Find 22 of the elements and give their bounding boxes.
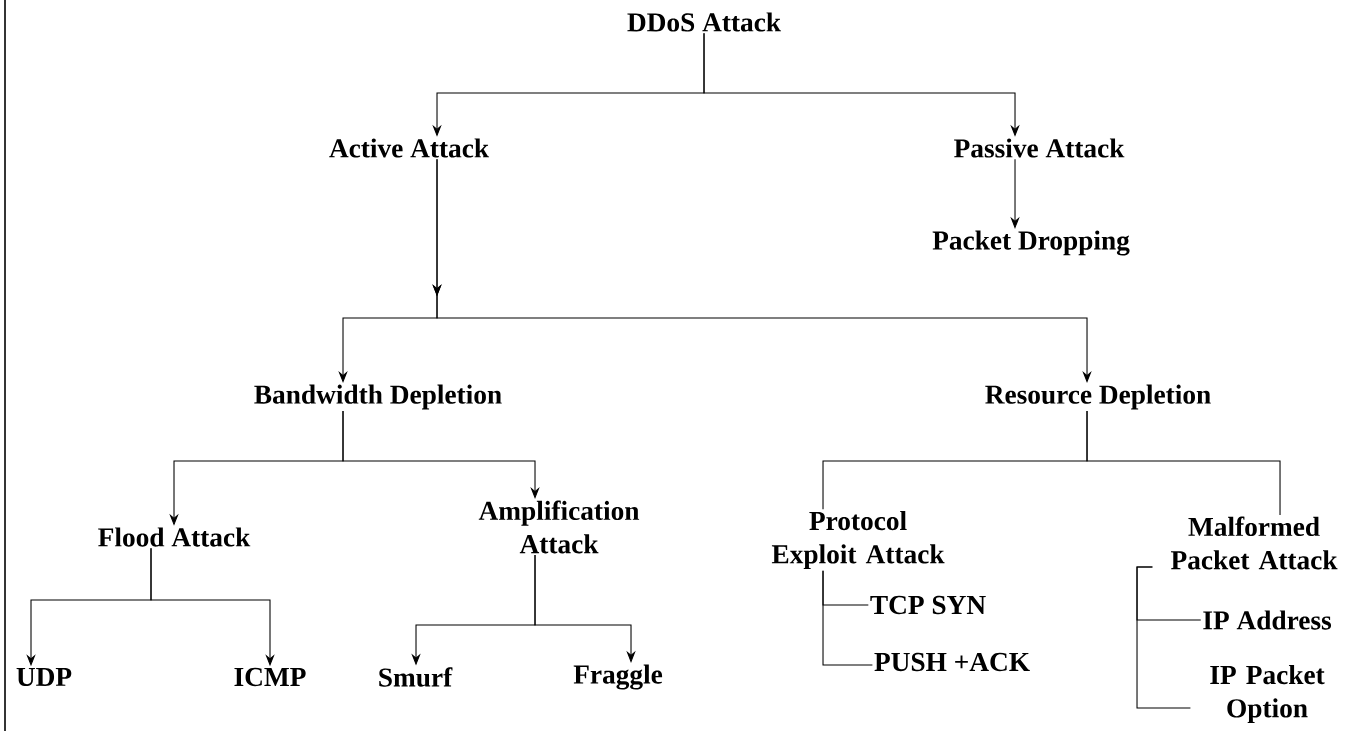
node-label: Resource Depletion [985,384,1211,410]
connector [342,410,540,499]
node-label: Malformed Packet Attack [1171,516,1338,570]
node-label: DDoS Attack [627,12,781,32]
node-label: PUSH +ACK [874,652,1030,672]
node-label: Protocol Exploit Attack [771,510,945,570]
connector [1086,410,1281,516]
node-label: UDP [16,667,72,687]
node-label: Flood Attack [98,527,251,547]
node-label: TCP SYN [870,595,986,615]
node-label: IP Address [1203,610,1332,630]
node-label: ICMP [234,667,306,687]
connector [822,570,873,666]
node-label: Packet Dropping [932,230,1130,256]
node-label: Bandwidth Depletion [254,384,502,410]
node-label: Active Attack [329,138,490,158]
node-label: Fraggle [573,664,663,690]
connector [1136,566,1191,709]
node-label: Passive Attack [954,138,1125,158]
node-label: Smurf [379,667,453,687]
node-label: Amplification Attack [478,500,640,554]
node-label: IP Packet Option [1210,664,1325,724]
